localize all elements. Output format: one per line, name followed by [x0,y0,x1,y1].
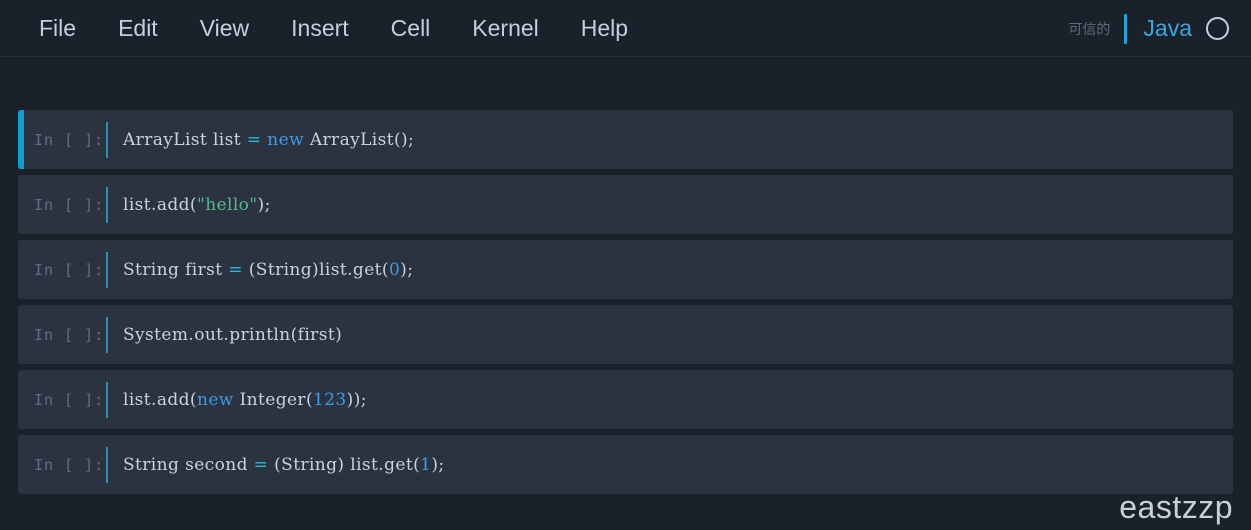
cell-prompt: In [ ]: [34,390,105,409]
code-token: = [228,259,243,280]
cell-code-editor[interactable]: String second = (String) list.get(1); [108,455,1233,475]
code-token: )); [346,389,367,410]
cell-input-marker [106,381,108,418]
cell-list: In [ ]:ArrayList list = new ArrayList();… [18,110,1233,500]
code-token: 123 [313,389,347,410]
kernel-name-label[interactable]: Java [1143,15,1192,41]
cell-input-marker [106,186,108,223]
cell-prompt: In [ ]: [34,325,105,344]
trusted-label[interactable]: 可信的 [1068,20,1111,37]
watermark: eastzzp [1119,489,1233,525]
code-token: list.add( [123,389,197,410]
code-token: ArrayList(); [304,129,415,150]
cell-input-marker [106,121,108,158]
menu-cell[interactable]: Cell [390,14,431,41]
notebook-cell[interactable]: In [ ]:list.add("hello"); [18,175,1233,234]
kernel-status-area: 可信的 Java [1068,0,1229,57]
code-token: (String)list.get( [242,259,389,280]
menu-insert[interactable]: Insert [291,14,349,41]
code-token: ); [257,194,271,215]
circle-idle-icon[interactable] [1206,17,1229,40]
menu-view[interactable]: View [199,14,250,41]
menu-kernel[interactable]: Kernel [472,14,539,41]
code-token: new [267,129,305,150]
cell-code-editor[interactable]: list.add("hello"); [108,195,1233,215]
code-token: ArrayList list [123,129,247,150]
menu-help[interactable]: Help [580,14,629,41]
code-token: list.add( [123,194,197,215]
menu-file[interactable]: File [39,14,77,41]
notebook-cell[interactable]: In [ ]:String first = (String)list.get(0… [18,240,1233,299]
notebook-area: In [ ]:ArrayList list = new ArrayList();… [0,58,1251,530]
cell-code-editor[interactable]: System.out.println(first) [108,325,1233,345]
code-token: String second [123,454,254,475]
code-token: ); [431,454,445,475]
code-token: new [196,389,234,410]
code-token: String first [123,259,229,280]
code-token: 1 [420,454,432,475]
cell-code-editor[interactable]: ArrayList list = new ArrayList(); [108,130,1233,150]
kernel-divider [1124,13,1128,44]
notebook-cell[interactable]: In [ ]: System.out.println(first) [18,305,1233,364]
cell-input-marker [106,316,108,353]
cell-prompt: In [ ]: [34,195,105,214]
code-token: System.out.println(first) [123,324,343,345]
code-token: ); [400,259,414,280]
cell-code-editor[interactable]: list.add(new Integer(123)); [108,390,1233,410]
code-token: (String) list.get( [268,454,421,475]
notebook-cell[interactable]: In [ ]:ArrayList list = new ArrayList(); [18,110,1233,169]
cell-prompt: In [ ]: [34,260,105,279]
notebook-cell[interactable]: In [ ]:String second = (String) list.get… [18,435,1233,494]
cell-code-editor[interactable]: String first = (String)list.get(0); [108,260,1233,280]
menu-edit[interactable]: Edit [118,14,158,41]
menu-bar: File Edit View Insert Cell Kernel Help 可信的 Jav… [0,0,1251,57]
notebook-cell[interactable]: In [ ]:list.add(new Integer(123)); [18,370,1233,429]
code-token: Integer( [233,389,313,410]
code-token: = [246,129,262,150]
menu-item-list: File Edit View Insert Cell Kernel Help [0,10,649,47]
cell-prompt: In [ ]: [34,130,105,149]
cell-prompt: In [ ]: [34,455,105,474]
cell-input-marker [106,446,108,483]
code-token: 0 [388,259,401,280]
code-token: = [253,454,269,475]
code-token: "hello" [196,194,258,215]
cell-input-marker [106,251,108,288]
